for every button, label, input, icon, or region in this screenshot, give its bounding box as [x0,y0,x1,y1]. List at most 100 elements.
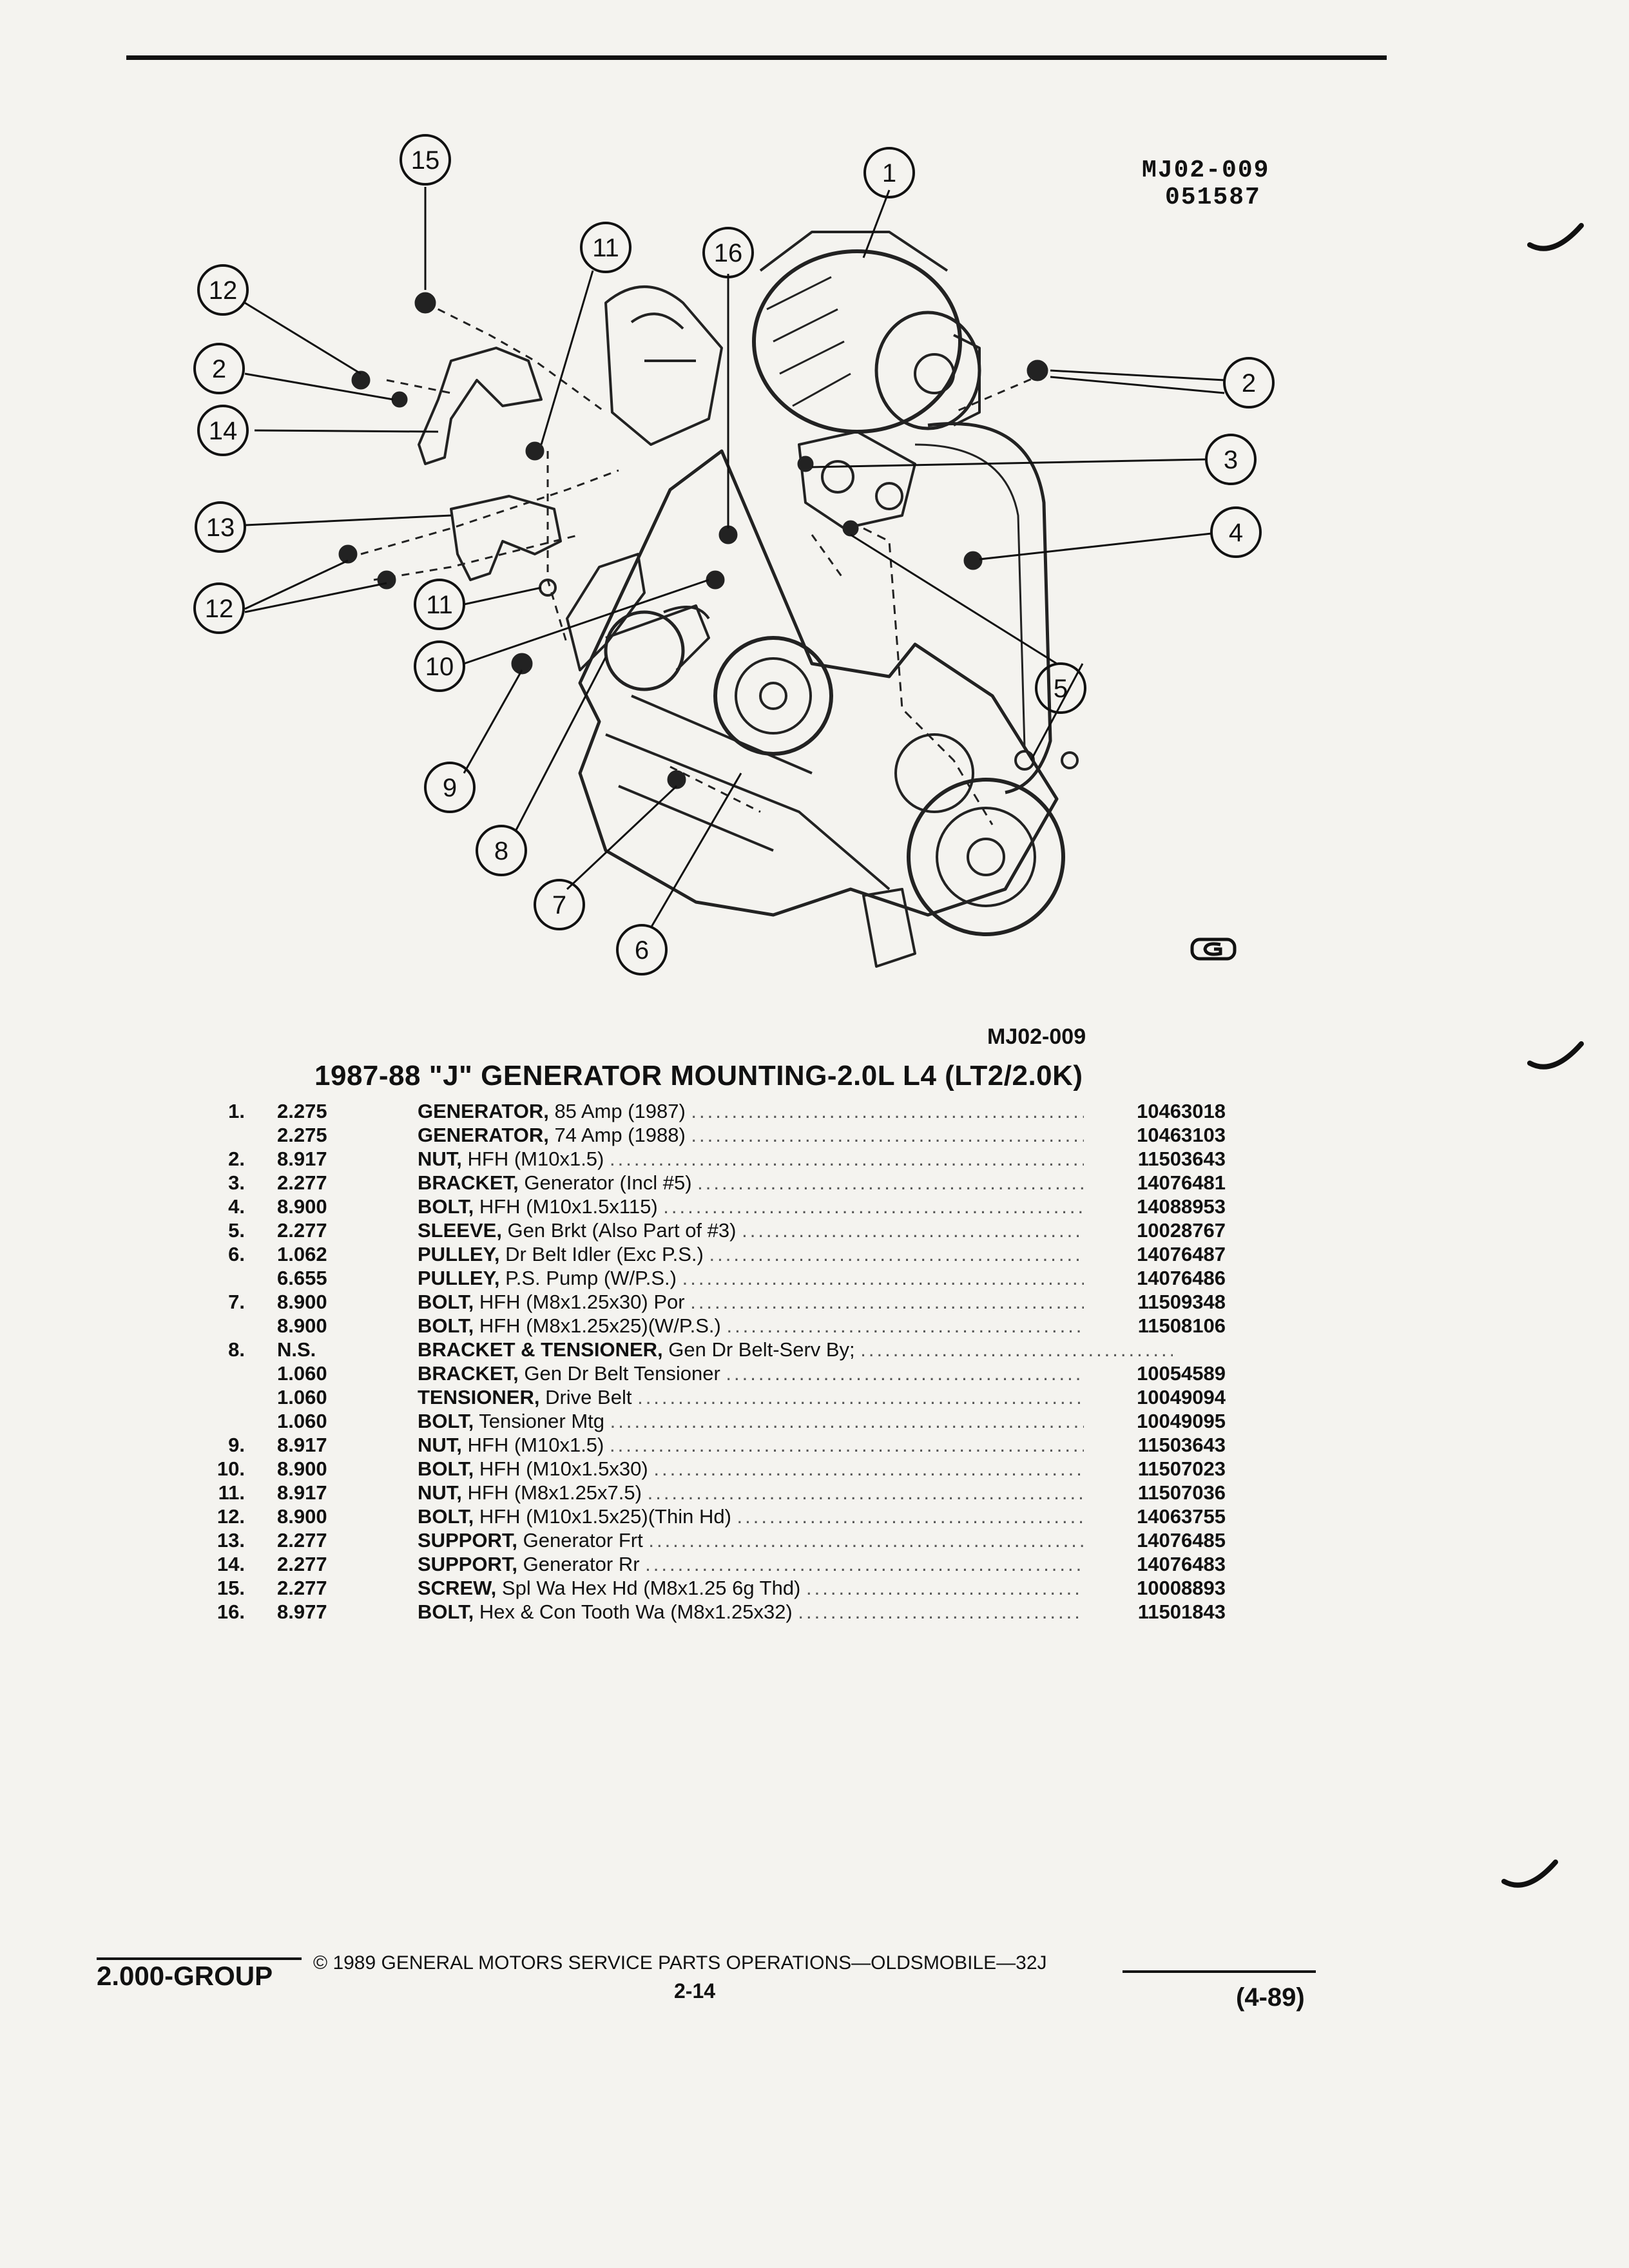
generator [752,249,962,434]
svg-text:2: 2 [1242,369,1256,398]
parts-row: 8.N.S.BRACKET & TENSIONER, Gen Dr Belt-S… [193,1338,1224,1361]
gm-logo-mark [1190,937,1237,961]
part-detail: Generator Frt [517,1529,643,1552]
part-number: 11507023 [1084,1457,1226,1481]
footer-copyright: © 1989 GENERAL MOTORS SERVICE PARTS OPER… [313,1952,1047,1974]
footer-group: 2.000-GROUP [97,1961,273,1991]
part-number: 10463018 [1084,1099,1226,1123]
part-detail: 85 Amp (1987) [548,1100,686,1122]
svg-text:4: 4 [1229,519,1243,547]
part-detail: Gen Dr Belt Tensioner [518,1362,720,1385]
callout-15: 15 [400,134,451,186]
part-name: BRACKET, [418,1362,519,1385]
part-number: 11507036 [1084,1481,1226,1504]
part-name: SUPPORT, [418,1529,518,1552]
item-number: 6. [228,1243,245,1265]
svg-text:15: 15 [411,146,440,175]
part-description: NUT, HFH (M10x1.5) .....................… [418,1147,1173,1171]
part-number: 14063755 [1084,1504,1226,1528]
item-number: 9. [228,1434,245,1456]
svg-text:10: 10 [425,653,454,681]
revision-date: (4-89) [1236,1983,1305,2012]
group-number: 2.275 [277,1100,327,1122]
part-name: GENERATOR, [418,1124,549,1146]
part-detail: Tensioner Mtg [474,1410,605,1432]
group-number: 1.062 [277,1243,327,1265]
fasteners [338,292,1079,789]
part-detail: HFH (M10x1.5x30) [474,1457,648,1480]
callout-12-lower: 12 [193,582,245,634]
svg-text:12: 12 [205,595,234,623]
callout-11-upper: 11 [580,222,631,273]
part-number: 10463103 [1084,1123,1226,1147]
parts-row: 6.655 PULLEY, P.S. Pump (W/P.S.) ........… [193,1266,1226,1290]
part-name: PULLEY, [418,1243,500,1265]
group-number: 6.655 [277,1267,327,1289]
group-number: 8.917 [277,1434,327,1456]
callout-16: 16 [702,227,754,278]
part-number: 10049094 [1084,1385,1226,1409]
group-number: 8.977 [277,1600,327,1623]
callout-12-upper: 12 [197,264,249,316]
part-detail: HFH (M10x1.5) [461,1148,604,1170]
group-number: 2.277 [277,1529,327,1552]
svg-text:12: 12 [209,276,238,305]
part-name: BOLT, [418,1410,474,1432]
idler-pulley [713,636,833,756]
part-number: 11501843 [1084,1600,1226,1624]
item-number: 5. [228,1219,245,1242]
svg-text:8: 8 [494,837,508,865]
part-detail: HFH (M8x1.25x25)(W/P.S.) [474,1314,721,1337]
generator-front-support [450,495,562,581]
part-description: NUT, HFH (M8x1.25x7.5) .................… [418,1481,1173,1504]
item-number: 16. [217,1600,245,1623]
callout-7: 7 [534,879,585,930]
part-name: NUT, [418,1481,462,1504]
binder-hole-mark-top [1527,223,1584,251]
svg-text:9: 9 [443,774,457,802]
svg-text:11: 11 [426,591,453,619]
part-detail: 74 Amp (1988) [548,1124,686,1146]
part-number: 11508106 [1084,1314,1226,1338]
callout-3: 3 [1205,434,1257,485]
part-detail: Generator Rr [517,1553,640,1575]
callout-5: 5 [1035,662,1086,714]
binder-hole-mark-bottom [1501,1860,1558,1888]
parts-row: 16. 8.977 BOLT, Hex & Con Tooth Wa (M8x1.2… [193,1600,1226,1624]
part-detail: HFH (M8x1.25x30) Por [474,1291,685,1313]
figure-caption: MJ02-009 [987,1024,1086,1049]
callout-10: 10 [414,640,465,692]
part-name: BOLT, [418,1457,474,1480]
group-number: 8.917 [277,1148,327,1170]
part-detail: Generator (Incl #5) [518,1171,692,1194]
part-name: NUT, [418,1434,462,1456]
svg-text:3: 3 [1224,446,1238,474]
top-rule [126,55,1387,60]
item-number: 7. [228,1291,245,1313]
part-number: 10028767 [1084,1218,1226,1242]
generator-rear-support [418,347,543,465]
part-description: PULLEY, P.S. Pump (W/P.S.) .............… [418,1266,1173,1290]
item-number: 8. [228,1338,245,1361]
part-number: 14076485 [1084,1528,1226,1552]
figure-date-code: 051587 [1165,184,1261,211]
part-name: BOLT, [418,1195,474,1218]
part-name: BOLT, [418,1600,474,1623]
part-name: BRACKET, [418,1171,519,1194]
part-description: SLEEVE, Gen Brkt (Also Part of #3) .....… [418,1218,1173,1242]
svg-text:14: 14 [209,417,238,445]
svg-text:5: 5 [1054,675,1068,703]
svg-text:1: 1 [882,159,896,187]
part-description: BOLT, HFH (M10x1.5x25)(Thin Hd) ........… [418,1504,1173,1528]
part-number: 14076486 [1084,1266,1226,1290]
part-name: NUT, [418,1148,462,1170]
item-number: 1. [228,1100,245,1122]
part-description: BOLT, Hex & Con Tooth Wa (M8x1.25x32) ..… [418,1600,1173,1624]
